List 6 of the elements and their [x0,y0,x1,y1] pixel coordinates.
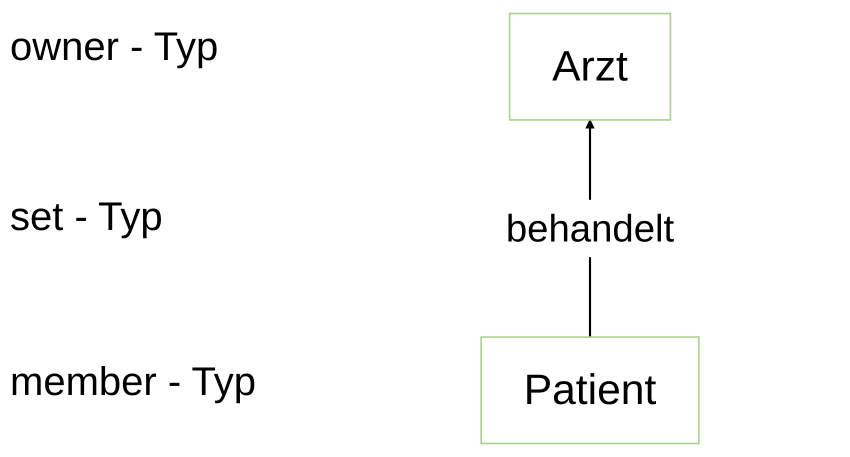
node-box: Patient [480,336,700,444]
row-label: owner - Typ [10,25,218,70]
row-label: member - Typ [10,360,256,405]
node-box: Arzt [508,12,672,121]
row-label: set - Typ [10,195,163,240]
edge-label: behandelt [506,206,674,250]
